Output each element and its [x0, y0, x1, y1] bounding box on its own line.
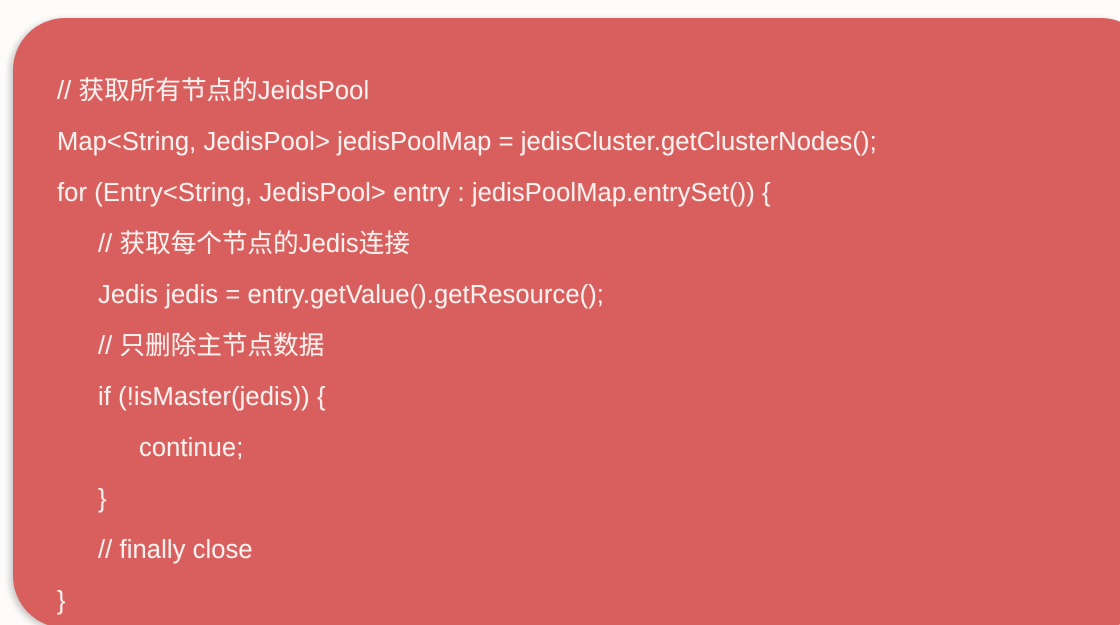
code-snippet-card: // 获取所有节点的JeidsPool Map<String, JedisPoo… — [13, 18, 1120, 625]
code-line: } — [57, 587, 66, 615]
code-line: Map<String, JedisPool> jedisPoolMap = je… — [57, 128, 877, 156]
code-line: for (Entry<String, JedisPool> entry : je… — [57, 179, 771, 207]
code-line: // finally close — [98, 536, 253, 564]
code-line: } — [98, 485, 107, 513]
code-line: if (!isMaster(jedis)) { — [98, 383, 326, 411]
code-block: // 获取所有节点的JeidsPool Map<String, JedisPoo… — [57, 66, 1120, 625]
code-line: // 获取每个节点的Jedis连接 — [98, 230, 410, 258]
code-line: continue; — [139, 434, 244, 462]
code-line: // 获取所有节点的JeidsPool — [57, 77, 370, 105]
code-line: // 只删除主节点数据 — [98, 332, 325, 360]
code-line: Jedis jedis = entry.getValue().getResour… — [98, 281, 604, 309]
